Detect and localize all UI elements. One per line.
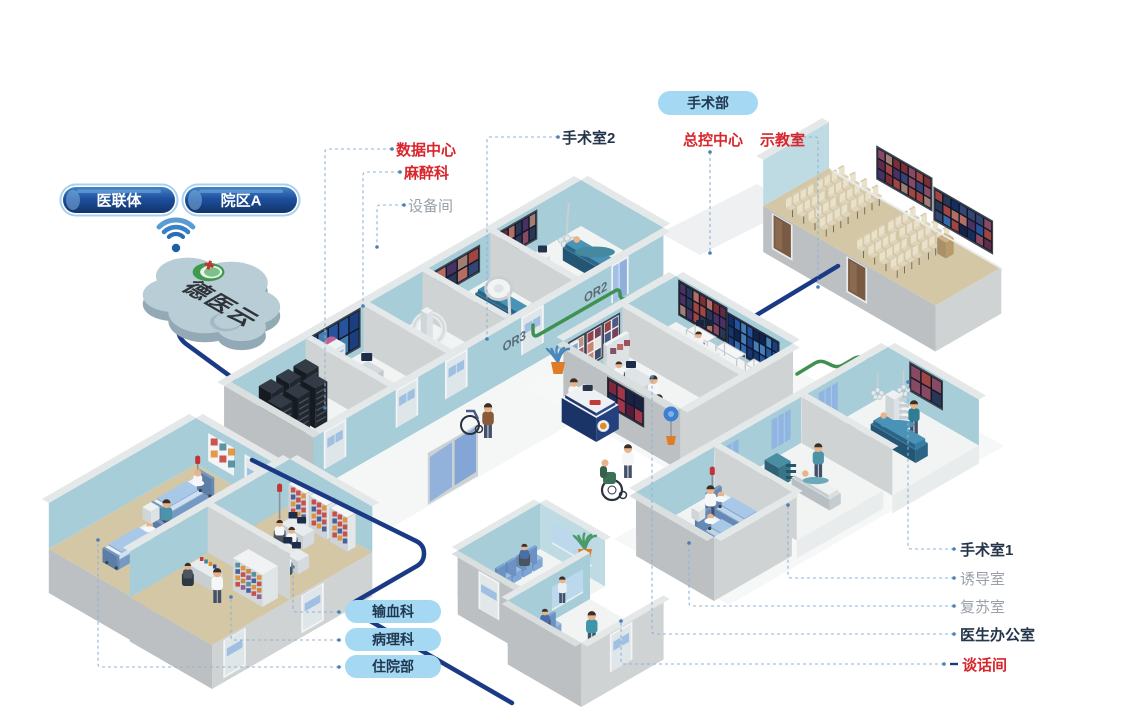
pill-medical-alliance xyxy=(59,183,179,217)
pill-medical-alliance-text: 医联体 xyxy=(96,192,142,210)
plant-pot xyxy=(545,344,571,374)
leader-pathology xyxy=(229,595,341,642)
building-talk-rooms xyxy=(451,499,670,707)
label-talk-room: 谈话间 xyxy=(962,656,1007,674)
ward-cabinet xyxy=(208,433,235,476)
label-doctor-office: 医生办公室 xyxy=(960,626,1035,644)
pill-campus-a-text: 院区A xyxy=(221,192,262,210)
leader-or2 xyxy=(485,135,560,341)
corridor-double-door xyxy=(427,424,478,505)
label-or1: 手术室1 xyxy=(960,541,1013,559)
label-data-center: 数据中心 xyxy=(396,141,456,159)
cloud-platform xyxy=(142,257,281,351)
label-demo-room: 示教室 xyxy=(760,131,805,149)
corridor-person-wheelchair xyxy=(460,403,494,438)
leader-master-control xyxy=(708,150,712,255)
leader-or1 xyxy=(906,380,956,551)
pill-pathology xyxy=(345,628,441,651)
building-surgery-dept xyxy=(217,176,671,500)
pill-surgery-dept xyxy=(658,91,758,115)
standing-fan xyxy=(663,406,679,445)
label-recovery: 复苏室 xyxy=(960,598,1005,616)
video-cable-or-corridor xyxy=(531,286,674,338)
leader-equipment xyxy=(375,203,406,249)
room-pathology xyxy=(181,549,278,607)
leader-recovery xyxy=(687,541,956,608)
leader-demo-room xyxy=(795,135,820,289)
leader-talk-room xyxy=(619,619,946,666)
label-or2: 手术室2 xyxy=(562,129,615,147)
wifi-icon xyxy=(156,217,196,253)
building-labs xyxy=(122,455,380,689)
pill-blood-bank xyxy=(345,600,441,623)
label-induction: 诱导室 xyxy=(960,571,1005,588)
leader-induction xyxy=(786,503,956,580)
pill-inpatient xyxy=(345,655,441,678)
pill-blood-bank-text: 输血科 xyxy=(372,604,414,620)
leader-doctor-office xyxy=(650,375,956,636)
leader-anesthesia xyxy=(361,170,402,308)
building-or1-wing xyxy=(629,343,986,601)
room-demo-classroom xyxy=(756,118,1004,352)
pill-campus-a xyxy=(181,183,301,217)
leader-blood-bank xyxy=(291,565,341,614)
label-master-control: 总控中心 xyxy=(683,131,743,149)
hall-info-screen xyxy=(607,376,645,428)
leader-data-center xyxy=(323,147,394,410)
network-cable-classroom xyxy=(752,263,841,319)
wheelchair-patient xyxy=(600,444,634,502)
talk-room-a xyxy=(495,543,543,590)
building-control-office xyxy=(556,272,800,471)
reception-desk xyxy=(561,378,619,442)
pill-inpatient-text: 住院部 xyxy=(372,659,414,675)
pill-surgery-dept-text: 手术部 xyxy=(687,95,729,111)
label-anesthesia: 麻醉科 xyxy=(403,164,449,182)
label-equipment: 设备间 xyxy=(408,198,453,215)
pill-pathology-text: 病理科 xyxy=(372,632,414,648)
leader-inpatient xyxy=(96,538,341,669)
